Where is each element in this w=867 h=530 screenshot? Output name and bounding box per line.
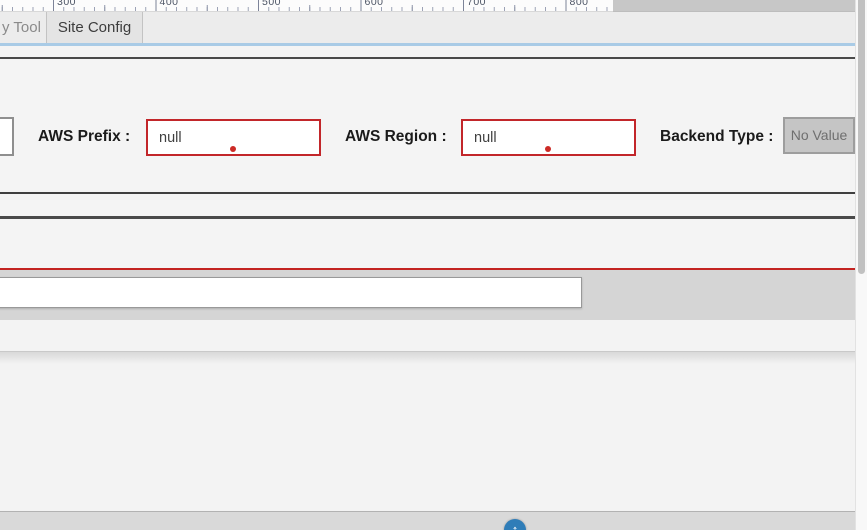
ruler-label-400: 400: [159, 0, 179, 8]
up-arrow-icon: ↑: [511, 522, 519, 530]
top-divider-line: [0, 57, 855, 59]
ruler-label-800: 800: [569, 0, 589, 8]
blue-divider: [0, 43, 855, 46]
vertical-scrollbar[interactable]: [855, 0, 867, 530]
scroll-top-button[interactable]: ↑: [504, 519, 526, 530]
tab-query-tool[interactable]: y Tool: [0, 12, 47, 43]
tab-site-config-label: Site Config: [57, 19, 132, 36]
lower-panel: [0, 320, 855, 512]
scrollbar-thumb[interactable]: [858, 0, 865, 274]
section-shadow-divider: [0, 351, 855, 364]
tab-bar: y Tool Site Config: [0, 12, 855, 43]
aws-region-label: AWS Region :: [345, 128, 447, 145]
region-error-dot-icon: [545, 146, 551, 152]
backend-type-value-box[interactable]: No Value: [783, 117, 855, 154]
backend-type-value: No Value: [790, 127, 848, 143]
divider-line-1: [0, 192, 855, 194]
red-divider-line: [0, 268, 855, 270]
ruler-ticks: [0, 0, 613, 11]
ruler-label-700: 700: [467, 0, 487, 8]
tab-site-config[interactable]: Site Config: [47, 12, 143, 43]
cutoff-input-left[interactable]: [0, 117, 14, 156]
ruler-label-300: 300: [57, 0, 77, 8]
aws-prefix-input[interactable]: [146, 119, 321, 156]
ruler-label-500: 500: [262, 0, 282, 8]
footer-bar: [0, 511, 855, 530]
aws-prefix-label: AWS Prefix :: [38, 128, 131, 145]
ruler-end-area: [613, 0, 855, 12]
ruler-label-600: 600: [364, 0, 384, 8]
backend-type-label: Backend Type :: [660, 128, 774, 145]
aws-region-input[interactable]: [461, 119, 636, 156]
divider-line-2: [0, 216, 855, 219]
tab-query-tool-label: y Tool: [2, 19, 41, 36]
filter-input[interactable]: [0, 277, 582, 308]
prefix-error-dot-icon: [230, 146, 236, 152]
pixel-ruler: 300 400 500 600 700 800: [0, 0, 613, 12]
